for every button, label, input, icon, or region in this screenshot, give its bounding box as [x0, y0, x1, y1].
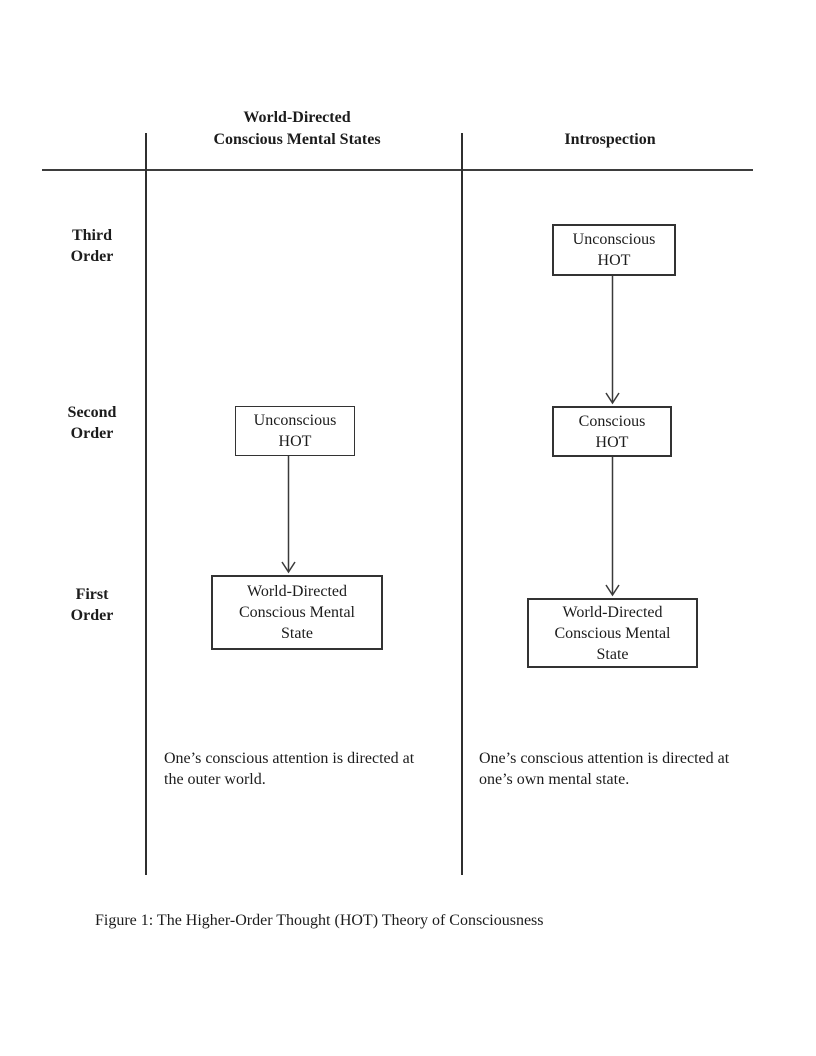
column-header-world-directed: World-Directed Conscious Mental States [213, 109, 381, 148]
box-unconscious-hot-world: Unconscious HOT [235, 406, 355, 456]
box-world-directed-state-world: World-Directed Conscious Mental State [211, 575, 383, 650]
column-divider-left [145, 133, 147, 875]
row-label-third-order: Third Order [70, 227, 114, 265]
box-unconscious-hot-introspection: Unconscious HOT [552, 224, 676, 276]
column-header-introspection: Introspection [564, 131, 656, 148]
box-world-directed-state-introspection: World-Directed Conscious Mental State [527, 598, 698, 668]
note-world-directed: One’s conscious attention is directed at… [164, 750, 415, 788]
note-introspection: One’s conscious attention is directed at… [479, 750, 730, 788]
down-arrow [605, 457, 620, 597]
figure-caption: Figure 1: The Higher-Order Thought (HOT)… [95, 912, 544, 929]
down-arrow [605, 276, 620, 405]
box-conscious-hot-introspection: Conscious HOT [552, 406, 672, 457]
column-divider-right [461, 133, 463, 875]
row-label-second-order: Second Order [67, 404, 117, 442]
header-rule [42, 169, 753, 171]
row-label-first-order: First Order [70, 586, 114, 624]
down-arrow [281, 456, 296, 574]
